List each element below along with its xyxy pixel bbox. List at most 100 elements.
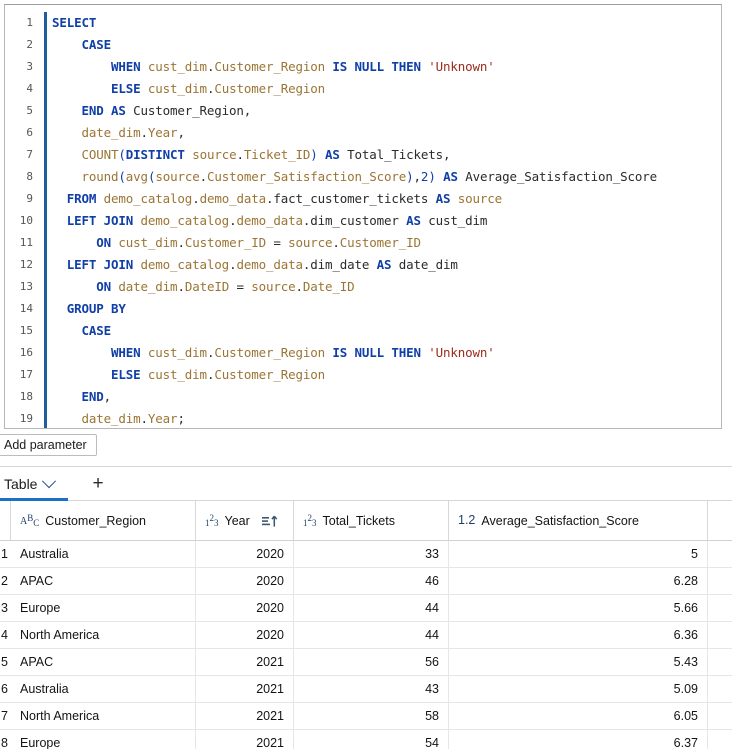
cell-year[interactable]: 2020	[196, 568, 294, 594]
cell-customer-region[interactable]: Europe	[11, 730, 196, 749]
cell-average-satisfaction-score[interactable]: 6.36	[449, 622, 708, 648]
cell-total-tickets[interactable]: 43	[294, 676, 449, 702]
cell-year[interactable]: 2021	[196, 676, 294, 702]
integer-type-icon: 123	[303, 512, 317, 528]
cell-total-tickets[interactable]: 58	[294, 703, 449, 729]
code-line[interactable]: 14 GROUP BY	[5, 298, 721, 320]
cell-average-satisfaction-score[interactable]: 5.09	[449, 676, 708, 702]
code-line[interactable]: 17 ELSE cust_dim.Customer_Region	[5, 364, 721, 386]
cell-customer-region[interactable]: North America	[11, 622, 196, 648]
cell-average-satisfaction-score[interactable]: 5	[449, 541, 708, 567]
row-number: 6	[1, 682, 8, 696]
sort-ascending-icon[interactable]	[262, 514, 278, 528]
cell-total-tickets[interactable]: 44	[294, 595, 449, 621]
code-line[interactable]: 15 CASE	[5, 320, 721, 342]
cell-customer-region[interactable]: Australia	[11, 541, 196, 567]
text-type-icon: ABC	[20, 512, 40, 528]
cell-average-satisfaction-score[interactable]: 6.37	[449, 730, 708, 749]
line-number: 13	[19, 280, 33, 293]
add-parameter-button[interactable]: Add parameter	[0, 434, 97, 456]
cell-customer-region[interactable]: North America	[11, 703, 196, 729]
cell-total-tickets[interactable]: 54	[294, 730, 449, 749]
cell-year[interactable]: 2021	[196, 730, 294, 749]
code-line[interactable]: 10 LEFT JOIN demo_catalog.demo_data.dim_…	[5, 210, 721, 232]
code-line-text: GROUP BY	[66, 301, 126, 316]
cell-average-satisfaction-score[interactable]: 5.43	[449, 649, 708, 675]
tab-active-indicator	[0, 498, 68, 501]
code-line-text: COUNT(DISTINCT source.Ticket_ID) AS Tota…	[81, 147, 451, 162]
line-number: 3	[26, 60, 33, 73]
line-number: 16	[19, 346, 33, 359]
row-number: 2	[1, 574, 8, 588]
add-tab-button[interactable]: +	[92, 473, 104, 494]
results-tab-strip: Table +	[0, 466, 732, 501]
line-number: 1	[26, 16, 33, 29]
line-number: 6	[26, 126, 33, 139]
row-number: 4	[1, 628, 8, 642]
code-line[interactable]: 13 ON date_dim.DateID = source.Date_ID	[5, 276, 721, 298]
cell-total-tickets[interactable]: 44	[294, 622, 449, 648]
code-line[interactable]: 7 COUNT(DISTINCT source.Ticket_ID) AS To…	[5, 144, 721, 166]
code-line[interactable]: 2 CASE	[5, 34, 721, 56]
code-line[interactable]: 8 round(avg(source.Customer_Satisfaction…	[5, 166, 721, 188]
cell-customer-region[interactable]: Europe	[11, 595, 196, 621]
column-header[interactable]: 123 Total_Tickets	[294, 501, 449, 540]
line-number: 7	[26, 148, 33, 161]
line-number: 15	[19, 324, 33, 337]
cell-average-satisfaction-score[interactable]: 5.66	[449, 595, 708, 621]
code-line-text: LEFT JOIN demo_catalog.demo_data.dim_cus…	[66, 213, 488, 228]
code-line[interactable]: 3 WHEN cust_dim.Customer_Region IS NULL …	[5, 56, 721, 78]
code-line-text: CASE	[81, 323, 112, 338]
cell-year[interactable]: 2021	[196, 703, 294, 729]
column-header-label: Total_Tickets	[322, 513, 395, 528]
cell-customer-region[interactable]: APAC	[11, 649, 196, 675]
code-line[interactable]: 18 END,	[5, 386, 721, 408]
cell-year[interactable]: 2020	[196, 541, 294, 567]
code-line-text: date_dim.Year;	[81, 411, 185, 426]
chevron-down-icon[interactable]	[42, 474, 57, 489]
line-number: 11	[19, 236, 33, 249]
line-number: 10	[19, 214, 33, 227]
code-line[interactable]: 19 date_dim.Year;	[5, 408, 721, 428]
cell-year[interactable]: 2021	[196, 649, 294, 675]
code-line[interactable]: 5 END AS Customer_Region,	[5, 100, 721, 122]
cell-customer-region[interactable]: Australia	[11, 676, 196, 702]
code-line-text: ON date_dim.DateID = source.Date_ID	[96, 279, 355, 294]
code-line[interactable]: 4 ELSE cust_dim.Customer_Region	[5, 78, 721, 100]
line-number: 19	[19, 412, 33, 425]
code-line-text: ELSE cust_dim.Customer_Region	[111, 81, 325, 96]
code-line[interactable]: 11 ON cust_dim.Customer_ID = source.Cust…	[5, 232, 721, 254]
cell-customer-region[interactable]: APAC	[11, 568, 196, 594]
tab-table[interactable]: Table	[0, 467, 62, 501]
cell-average-satisfaction-score[interactable]: 6.05	[449, 703, 708, 729]
cell-total-tickets[interactable]: 33	[294, 541, 449, 567]
cell-year[interactable]: 2020	[196, 622, 294, 648]
cell-total-tickets[interactable]: 46	[294, 568, 449, 594]
line-number: 17	[19, 368, 33, 381]
code-line[interactable]: 6 date_dim.Year,	[5, 122, 721, 144]
cell-year[interactable]: 2020	[196, 595, 294, 621]
cell-total-tickets[interactable]: 56	[294, 649, 449, 675]
code-line[interactable]: 9 FROM demo_catalog.demo_data.fact_custo…	[5, 188, 721, 210]
code-line[interactable]: 12 LEFT JOIN demo_catalog.demo_data.dim_…	[5, 254, 721, 276]
cell-average-satisfaction-score[interactable]: 6.28	[449, 568, 708, 594]
code-line[interactable]: 16 WHEN cust_dim.Customer_Region IS NULL…	[5, 342, 721, 364]
